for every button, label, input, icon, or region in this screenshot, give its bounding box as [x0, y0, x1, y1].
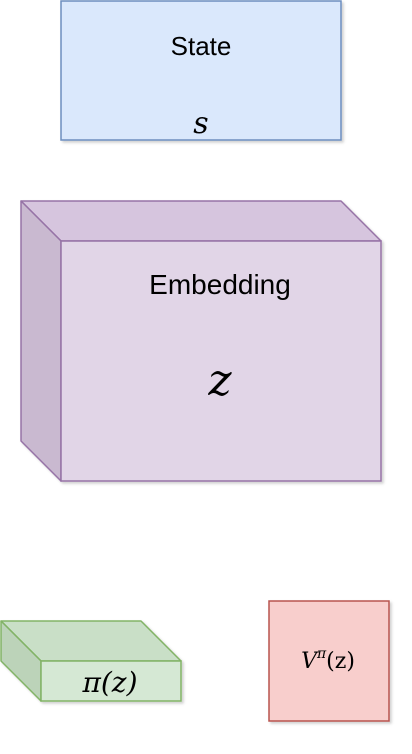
embedding-side-face: [20, 200, 62, 482]
embedding-node[interactable]: [20, 200, 382, 482]
policy-node[interactable]: [0, 620, 182, 702]
value-symbol-base: V: [301, 649, 319, 674]
state-symbol: s: [193, 106, 208, 141]
embedding-front-face: [60, 240, 382, 482]
value-symbol: Vπ(z): [301, 646, 355, 674]
value-box: [268, 600, 390, 722]
embedding-top-face: [20, 200, 382, 242]
embedding-title: Embedding: [149, 269, 291, 300]
policy-symbol: π(z): [81, 666, 137, 699]
value-node[interactable]: [268, 600, 390, 722]
state-box: [60, 0, 342, 141]
policy-front-face: [40, 660, 182, 702]
state-node[interactable]: [60, 0, 342, 141]
value-symbol-sup: π: [316, 646, 327, 662]
state-title: State: [171, 31, 232, 61]
value-symbol-arg: (z): [326, 649, 355, 674]
embedding-symbol: z: [207, 355, 232, 406]
